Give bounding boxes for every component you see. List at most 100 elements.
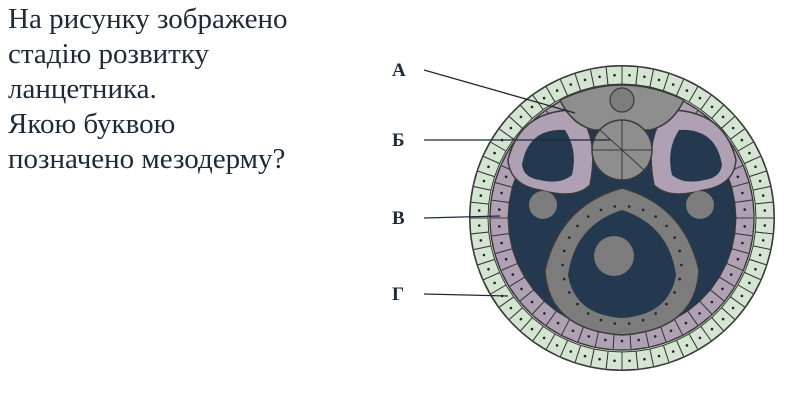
mesoderm-cell-nucleus — [684, 321, 688, 325]
ectoderm-cell-nucleus — [479, 239, 483, 242]
endoderm-cell-nucleus — [568, 291, 571, 294]
mesoderm-cell-nucleus — [743, 208, 746, 211]
mesoderm-cell-nucleus — [556, 321, 560, 325]
question-line-3: ланцетника. — [8, 73, 157, 105]
coelom-right-spot — [686, 191, 714, 219]
label-g: Г — [392, 284, 404, 305]
mesoderm-cell-nucleus — [653, 335, 657, 338]
ectoderm-cell-nucleus — [519, 115, 523, 119]
ectoderm-cell-nucleus — [657, 78, 661, 82]
ectoderm-cell-nucleus — [569, 83, 573, 86]
question-line-4: Якою буквою — [8, 108, 176, 140]
mesoderm-cell-nucleus — [530, 300, 534, 304]
ectoderm-cell-nucleus — [731, 306, 735, 310]
endoderm-cell-nucleus — [627, 322, 631, 325]
ectoderm-cell-nucleus — [740, 138, 744, 142]
ectoderm-cell-nucleus — [598, 75, 601, 79]
mesoderm-cell-nucleus — [604, 338, 607, 342]
mesoderm-cell-nucleus — [729, 273, 733, 276]
endoderm-cell-nucleus — [627, 205, 631, 208]
endoderm-cell-nucleus — [613, 322, 617, 325]
endoderm-cell-nucleus — [673, 236, 676, 239]
mesoderm-cell-nucleus — [698, 312, 701, 315]
question-line-1: На рисунку зображено — [8, 3, 288, 35]
ectoderm-cell-nucleus — [569, 350, 573, 353]
ectoderm-cell-nucleus — [763, 209, 767, 212]
ectoderm-cell-nucleus — [477, 224, 481, 227]
ectoderm-cell-nucleus — [754, 165, 757, 169]
mesoderm-cell-nucleus — [721, 287, 724, 291]
endoderm-cell-nucleus — [576, 224, 579, 228]
question-line-2: стадію розвитку — [8, 38, 210, 70]
question-text: На рисунку зображено стадію розвитку лан… — [8, 2, 378, 177]
ectoderm-cell-nucleus — [583, 78, 587, 82]
endoderm-cell-nucleus — [587, 215, 590, 218]
endoderm-cell-nucleus — [563, 277, 566, 281]
endoderm-cell-nucleus — [561, 263, 564, 267]
mesoderm-cell-nucleus — [743, 225, 746, 228]
ectoderm-cell-nucleus — [710, 105, 714, 109]
endoderm-cell-nucleus — [563, 249, 566, 253]
ectoderm-cell-nucleus — [761, 239, 765, 242]
ectoderm-cell-nucleus — [487, 267, 490, 271]
endoderm-cell-nucleus — [613, 205, 617, 208]
mesoderm-cell-nucleus — [587, 335, 591, 338]
question-line-5: позначено мезодерму? — [8, 143, 286, 175]
mesoderm-cell-nucleus — [669, 329, 673, 333]
ectoderm-cell-nucleus — [685, 344, 689, 347]
ectoderm-cell-nucleus — [613, 359, 616, 363]
ectoderm-cell-nucleus — [583, 354, 587, 358]
endoderm-cell-nucleus — [587, 312, 590, 315]
endoderm-cell-nucleus — [680, 263, 683, 267]
leader-line-v — [423, 215, 501, 219]
endoderm-cell-nucleus — [654, 312, 657, 315]
ectoderm-cell-nucleus — [613, 73, 616, 77]
endoderm-cell-nucleus — [665, 302, 668, 306]
ectoderm-cell-nucleus — [555, 344, 559, 347]
leader-line-a — [423, 69, 576, 114]
label-v: В — [392, 208, 405, 229]
label-b: Б — [392, 130, 405, 151]
endoderm-cell-nucleus — [654, 215, 657, 218]
mesoderm-cell-nucleus — [504, 257, 508, 261]
ectoderm-cell-nucleus — [519, 317, 523, 321]
mesoderm-cell-nucleus — [620, 339, 624, 343]
ectoderm-cell-nucleus — [542, 336, 546, 340]
ectoderm-cell-nucleus — [493, 151, 496, 155]
mesoderm-cell-nucleus — [520, 287, 523, 291]
mesoderm-cell-nucleus — [498, 208, 501, 211]
gut-cavity-spot — [594, 236, 634, 276]
ectoderm-cell-nucleus — [758, 253, 762, 257]
ectoderm-cell-nucleus — [477, 209, 481, 212]
ectoderm-cell-nucleus — [628, 73, 631, 77]
endoderm-cell-nucleus — [599, 208, 603, 212]
leader-line-g — [423, 293, 509, 297]
ectoderm-cell-nucleus — [740, 294, 744, 298]
endoderm-cell-nucleus — [599, 318, 603, 322]
ectoderm-cell-nucleus — [479, 194, 483, 197]
ectoderm-cell-nucleus — [530, 327, 534, 331]
endoderm-cell-nucleus — [678, 249, 681, 253]
mesoderm-cell-nucleus — [498, 225, 501, 228]
endoderm-cell-nucleus — [641, 208, 645, 212]
ectoderm-cell-nucleus — [721, 115, 725, 119]
endoderm-cell-nucleus — [576, 302, 579, 306]
mesoderm-cell-nucleus — [736, 257, 740, 261]
ectoderm-cell-nucleus — [710, 327, 714, 331]
mesoderm-cell-nucleus — [741, 241, 744, 245]
ectoderm-cell-nucleus — [643, 357, 646, 361]
endoderm-cell-nucleus — [678, 277, 681, 281]
mesoderm-cell-nucleus — [710, 300, 714, 304]
ectoderm-cell-nucleus — [698, 336, 702, 340]
ectoderm-cell-nucleus — [487, 165, 490, 169]
ectoderm-cell-nucleus — [598, 357, 601, 361]
neural-tube — [609, 87, 635, 113]
ectoderm-cell-nucleus — [482, 253, 486, 257]
mesoderm-cell-nucleus — [504, 175, 508, 179]
ectoderm-cell-nucleus — [542, 96, 546, 100]
mesoderm-cell-nucleus — [571, 329, 575, 333]
ectoderm-cell-nucleus — [748, 151, 751, 155]
ectoderm-cell-nucleus — [555, 89, 559, 92]
ectoderm-cell-nucleus — [509, 126, 513, 130]
